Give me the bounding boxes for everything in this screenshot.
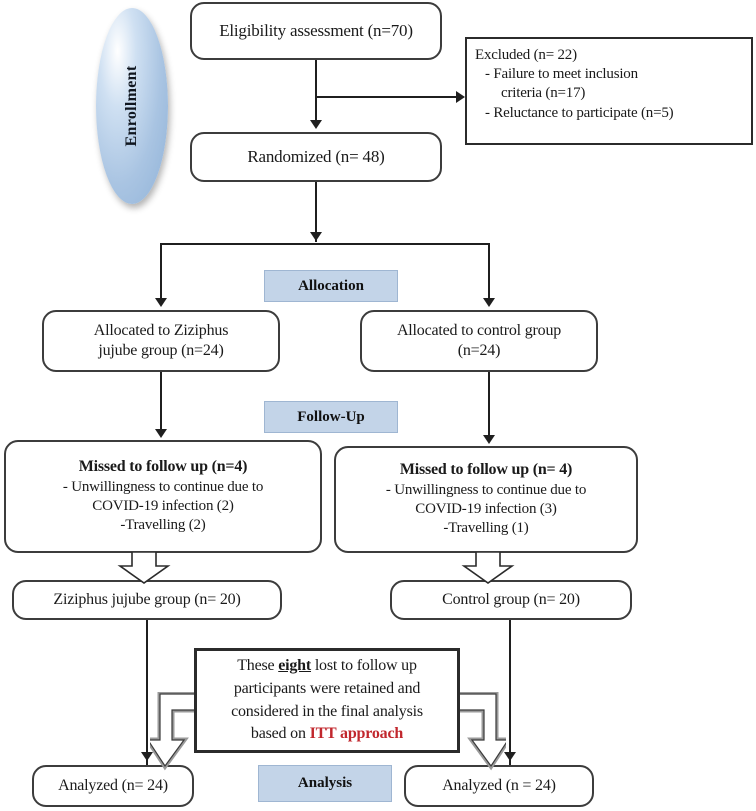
node-missed-followup-control-line3: -Travelling (1): [443, 520, 529, 537]
node-missed-followup-ziziphus-title: Missed to follow up (n=4): [78, 458, 248, 476]
node-eligibility-assessment-text: Eligibility assessment (n=70): [219, 21, 413, 41]
node-missed-followup-control: Missed to follow up (n= 4) - Unwillingne…: [334, 446, 638, 553]
node-group-control: Control group (n= 20): [390, 580, 632, 620]
block-arrow-missed-to-group-right: [461, 552, 515, 584]
node-allocated-control: Allocated to control group (n=24): [360, 310, 598, 372]
node-allocated-ziziphus-line1: Allocated to Ziziphus: [93, 321, 229, 339]
node-missed-followup-ziziphus-line1: - Unwillingness to continue due to: [62, 478, 264, 495]
node-excluded: Excluded (n= 22) - Failure to meet inclu…: [465, 37, 753, 145]
node-missed-followup-control-line2: COVID-19 infection (3): [415, 501, 557, 518]
node-missed-followup-control-title: Missed to follow up (n= 4): [399, 461, 573, 479]
node-group-control-text: Control group (n= 20): [442, 590, 580, 608]
connector-group-left-to-analyzed: [146, 620, 148, 765]
node-excluded-title: Excluded (n= 22): [475, 47, 577, 63]
node-itt-note-itt-approach: ITT approach: [309, 725, 404, 743]
node-allocated-control-line2: (n=24): [457, 342, 501, 359]
node-allocated-ziziphus-line2: jujube group (n=24): [98, 342, 224, 359]
node-missed-followup-control-line1: - Unwillingness to continue due to: [385, 481, 587, 498]
node-allocated-ziziphus: Allocated to Ziziphus jujube group (n=24…: [42, 310, 280, 372]
node-itt-note-line1: These eight lost to follow up: [197, 655, 457, 678]
followup-stage-label-box: Follow-Up: [264, 401, 398, 433]
node-eligibility-assessment: Eligibility assessment (n=70): [190, 2, 442, 60]
node-group-ziziphus: Ziziphus jujube group (n= 20): [12, 580, 282, 620]
connector-group-right-to-analyzed: [509, 620, 511, 765]
connector-split-bus: [160, 243, 490, 245]
arrowhead-missed-left: [155, 429, 167, 438]
node-itt-note-eight: eight: [278, 657, 312, 675]
arrowhead-split: [310, 232, 322, 241]
node-itt-note-line1-a: These: [237, 657, 279, 675]
node-randomized-text: Randomized (n= 48): [247, 147, 385, 167]
node-missed-followup-ziziphus-line3: -Travelling (2): [120, 517, 206, 534]
node-excluded-item-0: - Failure to meet inclusion: [485, 66, 638, 83]
node-analyzed-ziziphus-text: Analyzed (n= 24): [58, 776, 168, 794]
block-arrow-itt-to-analyzed-right: [440, 692, 506, 771]
connector-eligibility-to-randomized: [315, 60, 317, 122]
connector-alloc-right-to-missed: [488, 372, 490, 438]
block-arrow-missed-to-group-left: [117, 552, 171, 584]
followup-stage-label: Follow-Up: [297, 408, 365, 425]
allocation-stage-label: Allocation: [298, 277, 364, 294]
node-itt-note-line4: based on ITT approach: [197, 723, 457, 746]
node-itt-note-line1-c: lost to follow up: [311, 657, 417, 675]
node-missed-followup-ziziphus: Missed to follow up (n=4) - Unwillingnes…: [4, 440, 322, 553]
arrowhead-analyzed-right: [504, 752, 516, 761]
arrowhead-alloc-left: [155, 298, 167, 307]
node-allocated-control-line1: Allocated to control group: [396, 321, 562, 339]
arrowhead-randomized: [310, 120, 322, 129]
arrowhead-alloc-right: [483, 298, 495, 307]
arrowhead-excluded: [456, 91, 465, 103]
node-analyzed-ziziphus: Analyzed (n= 24): [32, 765, 194, 807]
node-excluded-item-1: criteria (n=17): [501, 85, 586, 102]
node-itt-note: These eight lost to follow up participan…: [194, 648, 460, 753]
node-itt-note-line2: participants were retained and: [233, 679, 421, 697]
node-analyzed-control: Analyzed (n = 24): [404, 765, 594, 807]
enrollment-stage-label: Enrollment: [123, 65, 140, 147]
node-itt-note-line3: considered in the final analysis: [231, 702, 423, 720]
analysis-stage-label-box: Analysis: [258, 765, 392, 802]
node-randomized: Randomized (n= 48): [190, 132, 442, 182]
connector-randomized-down: [315, 182, 317, 242]
connector-split-right: [488, 243, 490, 301]
node-group-ziziphus-text: Ziziphus jujube group (n= 20): [53, 590, 241, 608]
arrowhead-missed-right: [483, 435, 495, 444]
connector-to-excluded: [315, 96, 461, 98]
node-excluded-item-2: - Reluctance to participate (n=5): [485, 104, 674, 121]
analysis-stage-label: Analysis: [297, 775, 353, 791]
allocation-stage-label-box: Allocation: [264, 270, 398, 302]
node-itt-note-line4-a: based on: [250, 725, 310, 743]
node-analyzed-control-text: Analyzed (n = 24): [442, 776, 556, 794]
node-missed-followup-ziziphus-line2: COVID-19 infection (2): [92, 498, 234, 515]
connector-alloc-left-to-missed: [160, 372, 162, 432]
arrowhead-analyzed-left: [141, 752, 153, 761]
enrollment-stage-ellipse: Enrollment: [96, 8, 168, 204]
connector-split-left: [160, 243, 162, 301]
